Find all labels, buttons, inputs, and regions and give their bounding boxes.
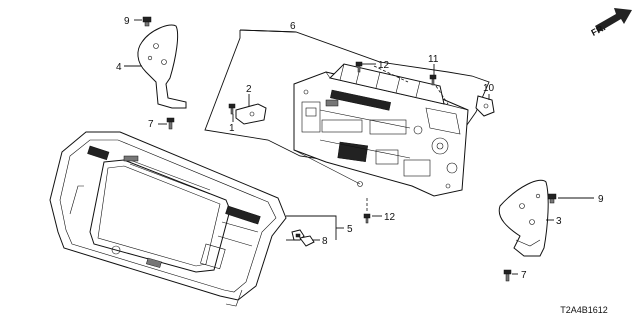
callout-5: 5 <box>347 224 353 235</box>
callout-12-lower: 12 <box>384 212 396 223</box>
callout-1: 1 <box>229 123 235 134</box>
callout-9-lower: 9 <box>598 194 604 205</box>
callout-9-upper: 9 <box>124 16 130 27</box>
left-bracket-assembly <box>124 16 187 130</box>
arrow-icon <box>595 8 632 32</box>
mounting-clip <box>235 103 267 125</box>
callout-2: 2 <box>246 84 252 95</box>
callout-3: 3 <box>556 216 562 227</box>
screw-icon <box>363 213 371 224</box>
callout-6: 6 <box>290 21 296 32</box>
audio-head-unit <box>293 63 469 197</box>
screw-icon <box>166 117 175 130</box>
connector-clip <box>291 229 315 247</box>
callout-7-upper: 7 <box>148 119 154 130</box>
display-panel-assembly <box>49 131 344 307</box>
callout-7-lower: 7 <box>521 270 527 281</box>
left-mounting-bracket <box>137 24 187 109</box>
right-mounting-bracket <box>498 179 549 257</box>
bolt-icon <box>547 193 557 204</box>
screw-icon <box>429 74 437 86</box>
display-screen <box>89 159 231 273</box>
diagram-part-code: T2A4B1612 <box>560 305 608 315</box>
callout-10: 10 <box>483 83 495 94</box>
screw-icon <box>503 269 512 282</box>
front-direction-arrow: FR. <box>590 8 632 38</box>
audio-unit-assembly <box>204 29 495 224</box>
bolt-icon <box>142 16 152 27</box>
callout-8: 8 <box>322 236 328 247</box>
screw-icon <box>228 103 236 115</box>
rear-bracket <box>475 95 495 117</box>
callout-12-upper: 12 <box>378 60 390 71</box>
callout-4: 4 <box>116 62 122 73</box>
callout-11: 11 <box>428 54 439 65</box>
right-bracket-assembly <box>498 179 594 282</box>
clip-assembly <box>228 94 267 125</box>
